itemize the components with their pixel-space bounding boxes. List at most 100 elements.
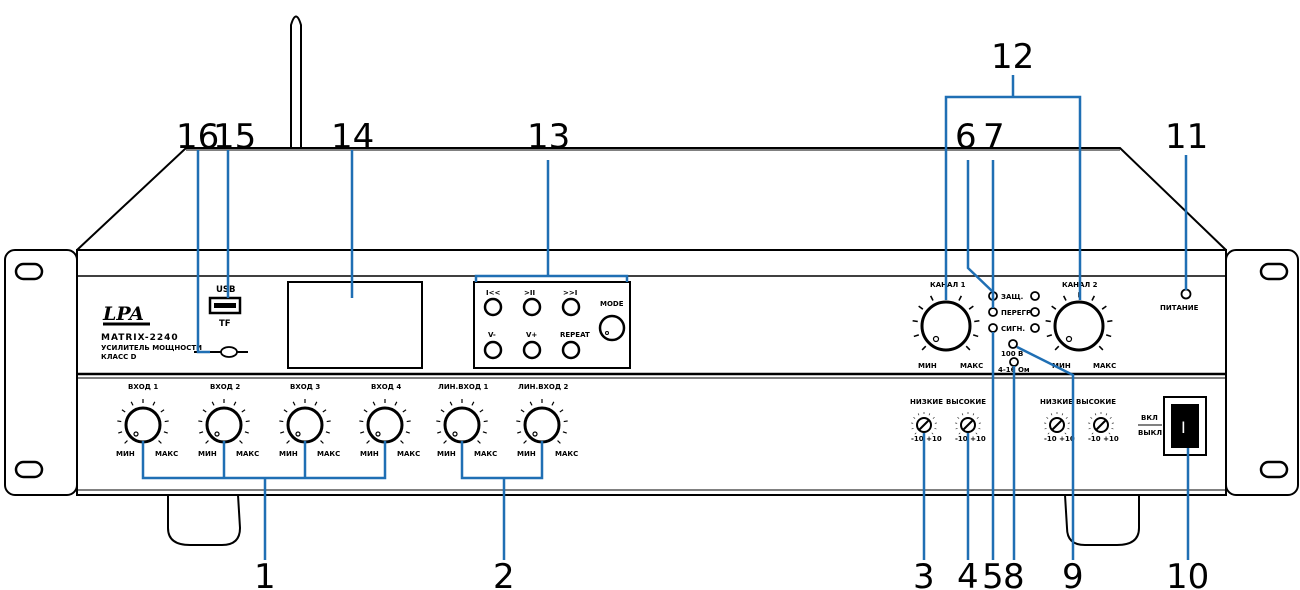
svg-text:МАКС: МАКС [474,450,497,458]
callout-2: 2 [493,557,515,590]
tf-label: TF [219,319,231,329]
tone-block-2: НИЗКИЕ ВЫСОКИЕ -10 +10 -10 +10 [1040,398,1119,443]
svg-text:ЛИН.ВХОД 2: ЛИН.ВХОД 2 [518,383,569,391]
prev-button[interactable]: I<< [483,289,503,317]
svg-text:V+: V+ [526,331,537,339]
treble-label-1: ВЫСОКИЕ [946,398,986,406]
svg-text:МАКС: МАКС [960,362,983,370]
svg-text:МАКС: МАКС [555,450,578,458]
svg-text:-10 +10: -10 +10 [955,435,986,443]
callout-5: 5 [982,557,1004,590]
callout-3: 3 [913,557,935,590]
callout-14: 14 [331,117,374,157]
power-label: ПИТАНИЕ [1160,304,1199,312]
svg-text:МИН: МИН [1052,362,1071,370]
rack-ear-right [1225,249,1299,496]
signal-indicator: СИГН. [988,323,1040,333]
brand-line-2: КЛАСС D [101,353,137,361]
power-switch[interactable]: ВКЛ ВЫКЛ I [1138,396,1207,456]
svg-text:МИН: МИН [918,362,937,370]
callout-13: 13 [527,117,570,157]
input-1-volume-knob[interactable]: ВХОД 1 МИН МАКС [116,383,178,458]
svg-text:ВХОД 2: ВХОД 2 [210,383,240,391]
svg-text:100 В: 100 В [1001,350,1023,358]
bass-label-1: НИЗКИЕ [910,398,943,406]
top-cover [76,147,1227,251]
svg-text:>>I: >>I [563,289,577,297]
usb-port[interactable]: USB TF [208,285,242,329]
antenna [290,15,302,149]
brand-line-1: УСИЛИТЕЛЬ МОЩНОСТИ [101,344,202,352]
input-2-volume-knob[interactable]: ВХОД 2 МИН МАКС [198,383,259,458]
svg-text:I<<: I<< [486,289,500,297]
input-4-volume-knob[interactable]: ВХОД 4 МИН МАКС [359,383,420,458]
callout-numbers: 1 2 3 4 5 8 9 10 11 12 13 14 15 16 6 7 [176,37,1209,590]
callout-4: 4 [957,557,979,590]
100v-indicator: 100 В [1001,339,1023,358]
bass-label-2: НИЗКИЕ [1040,398,1073,406]
brand-model: MATRIX-2240 [101,333,179,343]
callout-16: 16 [176,117,219,157]
svg-text:МИН: МИН [360,450,379,458]
svg-text:MODE: MODE [600,300,624,308]
leader-lines [141,75,1190,560]
power-switch-mark: I [1181,418,1186,437]
callout-10: 10 [1166,557,1209,590]
tone-block-1: НИЗКИЕ ВЫСОКИЕ -10 +10 -10 +10 [910,398,986,443]
svg-text:МАКС: МАКС [236,450,259,458]
svg-text:V-: V- [488,331,496,339]
treble-label-2: ВЫСОКИЕ [1076,398,1116,406]
callout-12: 12 [991,37,1034,77]
power-off-label: ВЫКЛ [1138,429,1162,437]
callout-6: 6 [955,117,977,157]
callout-9: 9 [1062,557,1084,590]
power-on-label: ВКЛ [1141,414,1158,422]
brand-logo: LPA [102,303,144,325]
svg-text:МИН: МИН [279,450,298,458]
svg-text:-10 +10: -10 +10 [1088,435,1119,443]
rack-feet [167,494,1140,546]
svg-text:ЗАЩ.: ЗАЩ. [1001,293,1023,301]
channel-1-label: КАНАЛ 1 [930,281,966,289]
overload-indicator: ПЕРЕГР. [988,307,1040,317]
svg-text:МАКС: МАКС [317,450,340,458]
callout-1: 1 [254,557,276,590]
channel-1-volume-knob[interactable]: КАНАЛ 1 МИН МАКС [913,281,984,370]
mode-knob[interactable]: MODE [598,300,626,342]
callout-11: 11 [1165,117,1208,157]
aux-2-volume-knob[interactable]: ЛИН.ВХОД 2 МИН МАКС [516,383,578,458]
svg-text:-10 +10: -10 +10 [1044,435,1075,443]
svg-text:ВХОД 1: ВХОД 1 [128,383,158,391]
input-3-volume-knob[interactable]: ВХОД 3 МИН МАКС [279,383,340,458]
callout-15: 15 [213,117,256,157]
repeat-button[interactable]: REPEAT [560,331,590,360]
svg-text:REPEAT: REPEAT [560,331,590,339]
callout-8: 8 [1003,557,1025,590]
svg-text:МИН: МИН [437,450,456,458]
brand-block: LPA MATRIX-2240 УСИЛИТЕЛЬ МОЩНОСТИ КЛАСС… [101,303,202,361]
svg-text:ЛИН.ВХОД 1: ЛИН.ВХОД 1 [438,383,489,391]
usb-label: USB [216,285,236,295]
next-button[interactable]: >>I [561,289,581,317]
volume-up-button[interactable]: V+ [522,331,542,360]
play-pause-button[interactable]: >II [522,289,542,317]
svg-text:ВХОД 3: ВХОД 3 [290,383,320,391]
svg-text:-10 +10: -10 +10 [911,435,942,443]
svg-text:СИГН.: СИГН. [1001,325,1025,333]
svg-text:ВХОД 4: ВХОД 4 [371,383,401,391]
svg-text:>II: >II [524,289,535,297]
display-window [287,281,423,369]
svg-text:МИН: МИН [198,450,217,458]
front-panel [76,249,1227,496]
svg-text:МИН: МИН [116,450,135,458]
svg-text:МАКС: МАКС [397,450,420,458]
svg-text:МИН: МИН [517,450,536,458]
svg-text:ПЕРЕГР.: ПЕРЕГР. [1001,309,1034,317]
svg-text:МАКС: МАКС [1093,362,1116,370]
volume-down-button[interactable]: V- [483,331,503,360]
callout-7: 7 [983,117,1005,157]
aux-1-volume-knob[interactable]: ЛИН.ВХОД 1 МИН МАКС [436,383,497,458]
svg-text:МАКС: МАКС [155,450,178,458]
rack-ear-left [4,249,78,496]
